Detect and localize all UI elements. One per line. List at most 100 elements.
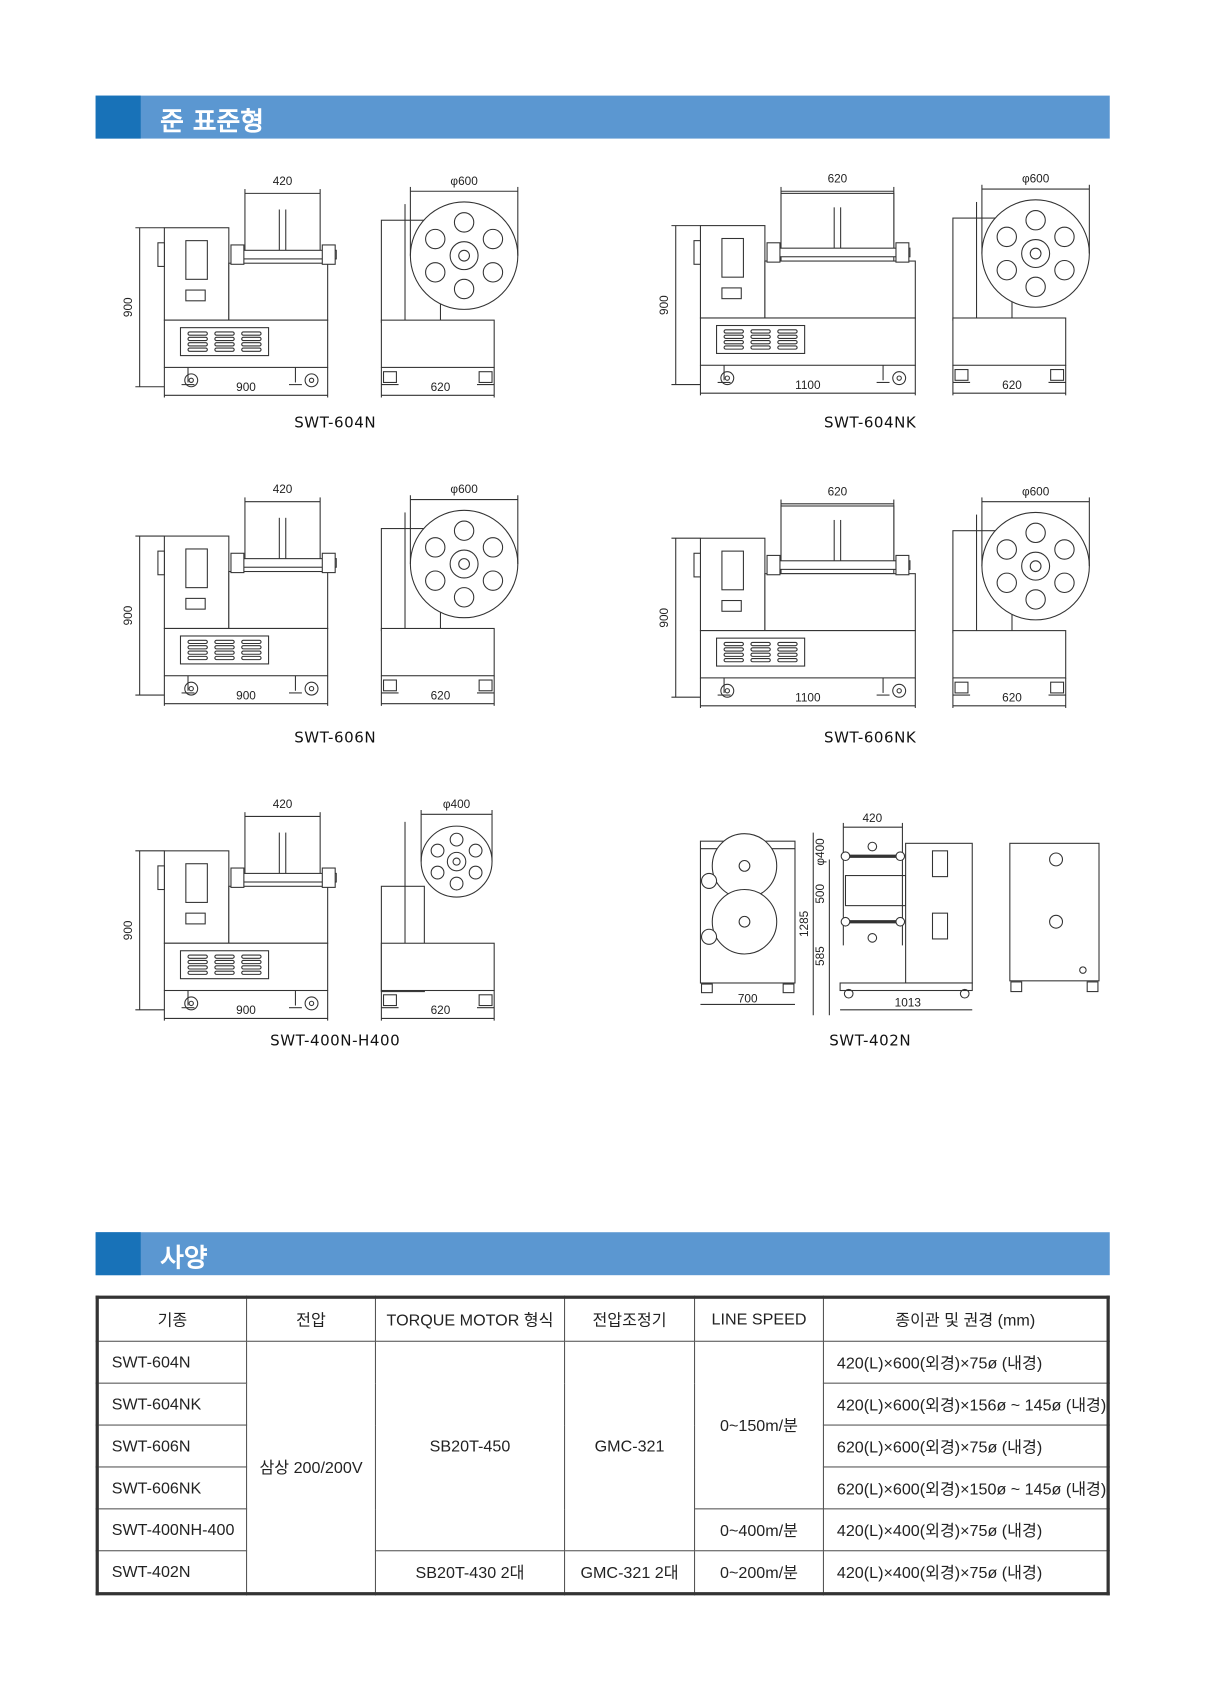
vent-panel xyxy=(179,327,270,357)
vent-panel xyxy=(716,324,806,354)
table-row: SWT-606N 620(L)×600(외경)×75ø (내경) xyxy=(96,1424,1109,1468)
spec-table: 기종 전압 TORQUE MOTOR 형식 전압조정기 LINE SPEED 종… xyxy=(95,1295,1110,1596)
depth-label: 620 xyxy=(1002,378,1022,392)
header-model: 기종 xyxy=(96,1296,248,1342)
reel-diameter-label: φ600 xyxy=(1022,172,1050,186)
cell-model: SWT-604NK xyxy=(96,1382,248,1426)
length-label: 900 xyxy=(236,688,256,702)
reel-diameter-label: φ400 xyxy=(813,838,827,866)
control-panel-housing xyxy=(699,537,766,632)
reel-circle xyxy=(981,511,1090,621)
cell-model: SWT-606NK xyxy=(96,1466,248,1510)
height-label: 900 xyxy=(121,297,135,317)
drum-width-label: 420 xyxy=(273,174,293,188)
drum-width-label: 420 xyxy=(273,482,293,496)
section-header-spec: 사양 xyxy=(95,1232,1110,1276)
cell-speed: 0~200m/분 xyxy=(693,1550,824,1595)
model-caption: SWT-400N-H400 xyxy=(270,1032,401,1050)
drum-width-label: 420 xyxy=(862,811,882,825)
table-row: SWT-606NK 620(L)×600(외경)×150ø ~ 145ø (내경… xyxy=(96,1466,1109,1510)
vent-panel xyxy=(716,637,806,667)
vent-panel xyxy=(179,950,270,980)
model-caption: SWT-606NK xyxy=(824,729,917,747)
drum-width-label: 620 xyxy=(828,484,848,498)
header-voltage: 전압 xyxy=(246,1296,377,1342)
machine-drawing: 420 900 900 φ400 620 xyxy=(121,797,495,1021)
control-panel-housing xyxy=(163,227,230,321)
cell-model: SWT-606N xyxy=(96,1424,248,1468)
length-label: 1100 xyxy=(795,378,821,392)
cell-speed: 0~150m/분 xyxy=(693,1340,824,1510)
cell-size: 420(L)×400(외경)×75ø (내경) xyxy=(822,1550,1109,1595)
model-caption: SWT-604N xyxy=(294,414,377,432)
reel-circle xyxy=(409,201,519,310)
reel-circle xyxy=(981,199,1090,308)
machine-drawings: 420 900 900 φ600 620 620 900 1100 φ600 620 420 900 9… xyxy=(121,172,1100,1050)
machine-drawing: 620 900 1100 φ600 620 xyxy=(657,172,1090,396)
cell-motor: SB20T-450 xyxy=(374,1340,566,1552)
length-label: 900 xyxy=(236,380,256,394)
section-header-block xyxy=(95,95,141,139)
cell-size: 620(L)×600(외경)×75ø (내경) xyxy=(822,1424,1109,1468)
length-label: 1013 xyxy=(895,996,922,1010)
reel-circle xyxy=(409,509,519,619)
table-row: SWT-400NH-400 0~400m/분 420(L)×400(외경)×75… xyxy=(96,1508,1109,1552)
cell-size: 420(L)×400(외경)×75ø (내경) xyxy=(822,1508,1109,1552)
table-row: SWT-604N 삼상 200/200V SB20T-450 GMC-321 0… xyxy=(96,1340,1109,1595)
section-title: 준 표준형 xyxy=(160,106,264,137)
cell-model: SWT-402N xyxy=(96,1550,248,1595)
reel-diameter-label: φ400 xyxy=(443,797,471,811)
header-regulator: 전압조정기 xyxy=(564,1296,696,1342)
header-size: 종이관 및 권경 (mm) xyxy=(822,1296,1109,1342)
depth-label: 700 xyxy=(738,991,758,1005)
header-motor: TORQUE MOTOR 형식 xyxy=(374,1296,566,1342)
depth-label: 620 xyxy=(1002,691,1022,705)
model-caption: SWT-604NK xyxy=(824,414,917,432)
cell-model: SWT-400NH-400 xyxy=(96,1508,248,1552)
vent-panel xyxy=(179,635,270,665)
upper-height-label: 500 xyxy=(813,884,827,904)
control-panel-housing xyxy=(163,535,230,630)
length-label: 900 xyxy=(236,1003,256,1017)
cell-model: SWT-604N xyxy=(96,1340,248,1384)
total-height-label: 1285 xyxy=(797,910,811,937)
cell-motor: SB20T-430 2대 xyxy=(374,1550,566,1595)
height-label: 900 xyxy=(121,920,135,940)
control-panel-housing xyxy=(163,850,230,944)
cell-regulator: GMC-321 xyxy=(564,1340,696,1552)
machine-drawing-402n: 700 1285 φ400 500 585 420 1013 xyxy=(699,811,1100,1016)
depth-label: 620 xyxy=(431,1003,451,1017)
cell-size: 420(L)×600(외경)×75ø (내경) xyxy=(822,1340,1109,1384)
reel-diameter-label: φ600 xyxy=(1022,484,1050,498)
height-label: 900 xyxy=(657,607,671,627)
lower-height-label: 585 xyxy=(813,946,827,966)
model-caption: SWT-402N xyxy=(829,1032,912,1050)
height-label: 900 xyxy=(121,605,135,625)
cell-size: 620(L)×600(외경)×150ø ~ 145ø (내경) xyxy=(822,1466,1109,1510)
drawing-canvas: 420 900 900 φ600 620 620 900 1100 φ600 620 420 900 9… xyxy=(121,172,1100,1021)
depth-label: 620 xyxy=(431,380,451,394)
reel-diameter-label: φ600 xyxy=(450,174,478,188)
table-header-row: 기종 전압 TORQUE MOTOR 형식 전압조정기 LINE SPEED 종… xyxy=(96,1296,1109,1342)
machine-drawing: 620 900 1100 φ600 620 xyxy=(657,484,1090,708)
cell-voltage: 삼상 200/200V xyxy=(246,1340,377,1595)
section-header-standard: 준 표준형 xyxy=(95,95,1110,139)
cell-speed: 0~400m/분 xyxy=(693,1508,824,1552)
drum-width-label: 620 xyxy=(828,172,848,186)
length-label: 1100 xyxy=(795,691,821,705)
section-title: 사양 xyxy=(160,1242,208,1274)
table-row: SWT-402N SB20T-430 2대 GMC-321 2대 0~200m/… xyxy=(96,1550,1109,1595)
model-caption: SWT-606N xyxy=(294,729,377,747)
height-label: 900 xyxy=(657,295,671,315)
machine-drawing: 420 900 900 φ600 620 xyxy=(121,174,519,398)
control-panel-housing xyxy=(699,225,766,319)
cell-regulator: GMC-321 2대 xyxy=(564,1550,696,1595)
reel-circle xyxy=(420,825,493,898)
cell-size: 420(L)×600(외경)×156ø ~ 145ø (내경) xyxy=(822,1382,1109,1426)
drum-width-label: 420 xyxy=(273,797,293,811)
header-line-speed: LINE SPEED xyxy=(693,1296,824,1342)
section-header-block xyxy=(95,1232,141,1276)
depth-label: 620 xyxy=(431,688,451,702)
